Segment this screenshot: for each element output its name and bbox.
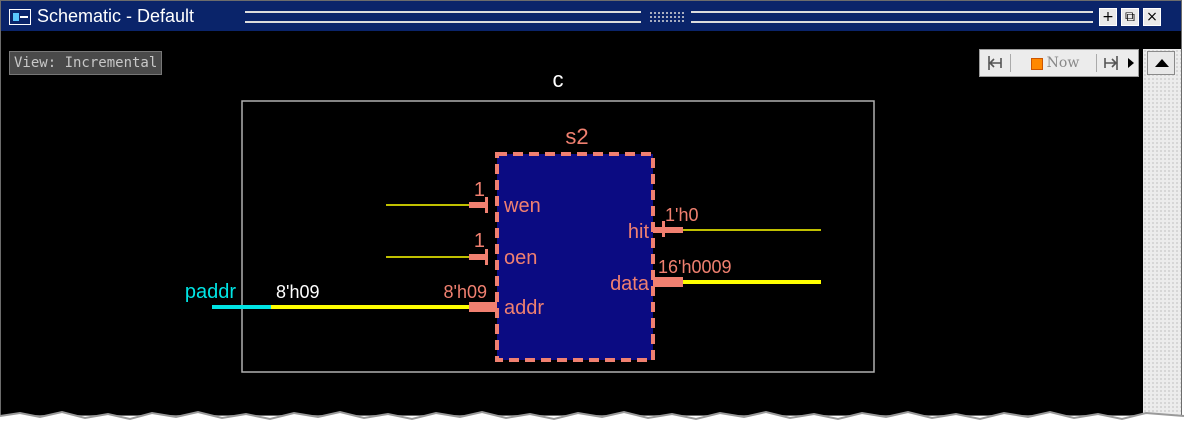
close-button[interactable]: × <box>1143 8 1161 26</box>
toolbar-overflow-icon[interactable] <box>1124 53 1138 73</box>
port-stub-wen <box>469 202 487 208</box>
input-net-value: 8'h09 <box>276 282 319 302</box>
instance-label: s2 <box>565 124 588 149</box>
scroll-up-arrow-icon[interactable] <box>1147 51 1175 75</box>
now-label: Now <box>1046 55 1080 71</box>
port-stub-oen <box>469 254 487 260</box>
module-label: c <box>553 67 564 92</box>
value-hit: 1'h0 <box>665 205 698 225</box>
port-stub-data <box>653 277 683 287</box>
port-stub-addr <box>469 302 497 312</box>
time-toolbar: Now <box>979 49 1139 77</box>
view-mode-label: View: Incremental <box>9 51 163 75</box>
vertical-scrollbar[interactable] <box>1143 49 1181 415</box>
schematic-window: Schematic - Default + ⧉ × View: Incremen… <box>0 0 1182 416</box>
go-to-start-icon[interactable] <box>984 53 1006 73</box>
port-name-oen: oen <box>504 247 537 269</box>
instance-block-s2[interactable] <box>495 152 655 362</box>
module-boundary <box>241 100 875 373</box>
toolbar-separator <box>1096 54 1097 72</box>
port-tick-wen <box>485 197 488 213</box>
window-title: Schematic - Default <box>37 6 195 26</box>
schematic-canvas[interactable]: c s2 1 1 8'h09 wen oen addr paddr 8'h09 … <box>1 1 1141 416</box>
port-tick-hit <box>662 221 665 237</box>
port-tick-oen <box>485 249 488 265</box>
drag-handle-dots[interactable] <box>649 11 685 23</box>
value-data: 16'h0009 <box>658 257 732 277</box>
toolbar-separator <box>1010 54 1011 72</box>
go-to-next-icon[interactable] <box>1100 53 1122 73</box>
value-oen: 1 <box>474 230 485 252</box>
port-name-wen: wen <box>503 195 541 217</box>
input-net-name: paddr <box>185 281 236 303</box>
undock-button[interactable]: ⧉ <box>1121 8 1139 26</box>
value-wen: 1 <box>474 179 485 201</box>
port-name-hit: hit <box>628 221 650 243</box>
now-button[interactable]: Now <box>1016 53 1094 73</box>
value-addr: 8'h09 <box>444 282 487 302</box>
title-bar[interactable]: Schematic - Default + ⧉ × <box>1 1 1181 31</box>
port-stub-hit <box>653 227 683 233</box>
now-marker-icon <box>1030 57 1043 70</box>
dock-button[interactable]: + <box>1099 8 1117 26</box>
port-name-data: data <box>610 273 650 295</box>
port-name-addr: addr <box>504 297 544 319</box>
titlebar-grip-right[interactable] <box>691 11 1093 23</box>
schematic-window-icon <box>9 9 31 25</box>
titlebar-grip-left[interactable] <box>245 11 641 23</box>
torn-edge <box>0 410 1184 440</box>
